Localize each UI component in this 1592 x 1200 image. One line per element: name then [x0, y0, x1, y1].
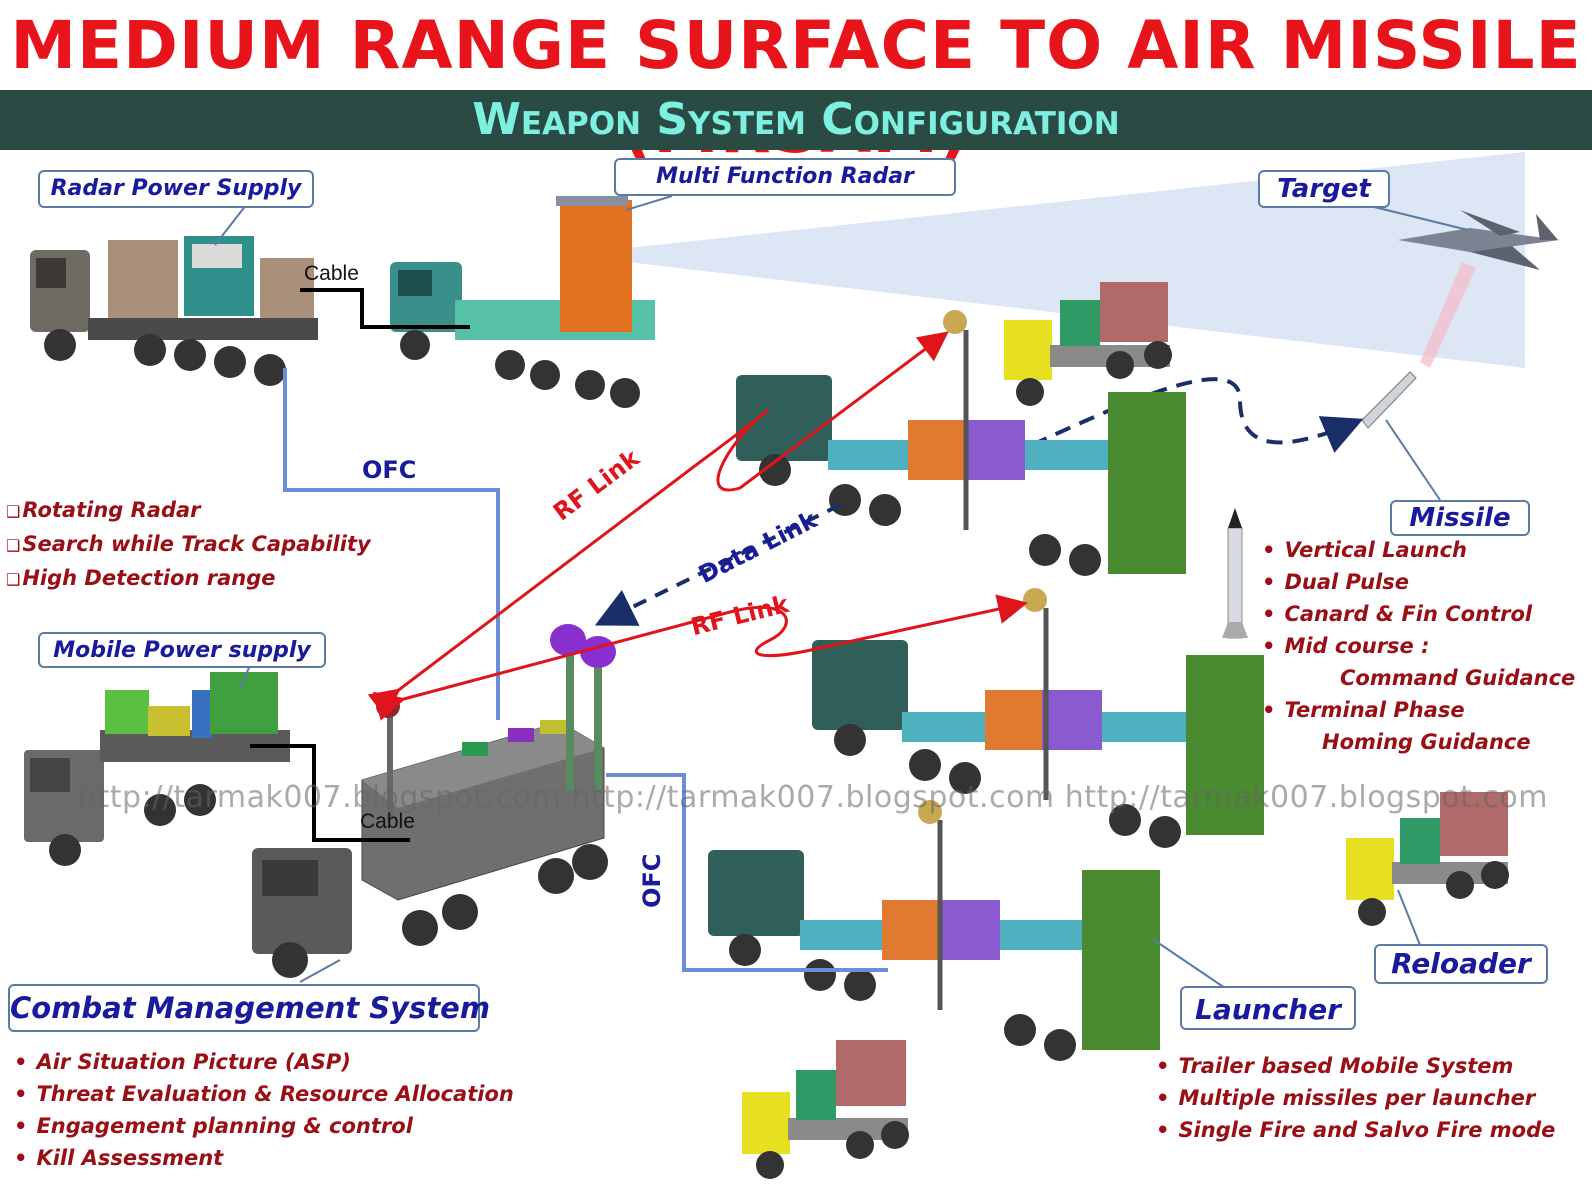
cms-feature-item: Engagement planning & control	[14, 1110, 514, 1142]
launcher-features-list: Trailer based Mobile System Multiple mis…	[1156, 1050, 1555, 1146]
label-target: Target	[1258, 170, 1390, 208]
reloader-top	[1004, 282, 1172, 406]
ofc-top-label: OFC	[362, 456, 417, 484]
cms-feature-item: Threat Evaluation & Resource Allocation	[14, 1078, 513, 1110]
page-title: MEDIUM RANGE SURFACE TO AIR MISSILE (MRS…	[10, 7, 1582, 168]
reloader-leader	[1397, 889, 1421, 946]
cable-bottom-label: Cable	[360, 810, 415, 833]
data-link-line	[594, 503, 841, 626]
launcher-leader	[1153, 939, 1229, 991]
cms-leader	[299, 959, 341, 983]
radar-truck	[390, 196, 655, 408]
radar-leader	[625, 195, 673, 211]
target-seeker-cone	[1420, 262, 1476, 368]
label-missile: Missile	[1390, 500, 1530, 536]
launcher-feature-item: Multiple missiles per launcher	[1156, 1082, 1555, 1114]
label-launcher: Launcher	[1180, 986, 1356, 1030]
flying-missile	[1361, 371, 1417, 429]
label-combat-management-system: Combat Management System	[8, 984, 490, 1032]
mobile-power-leader	[239, 664, 251, 691]
missile-feature-item: Canard & Fin Control	[1262, 598, 1575, 630]
missile-feature-item: Terminal Phase	[1262, 694, 1575, 726]
label-reloader: Reloader	[1374, 944, 1548, 984]
system-diagram	[24, 152, 1560, 1179]
launcher-3	[708, 800, 1160, 1061]
vertical-missile	[1222, 508, 1248, 639]
ofc-bottom-label: OFC	[638, 853, 666, 908]
header-band	[0, 90, 1592, 150]
page-subtitle: Weapon System Configuration	[472, 94, 1120, 145]
cable-top-label: Cable	[304, 262, 359, 285]
missile-leader	[1385, 419, 1441, 501]
missile-feature-item: Homing Guidance	[1322, 730, 1531, 754]
target-leader	[1361, 203, 1469, 231]
ofc-bottom-line	[606, 773, 888, 972]
label-radar-power-supply: Radar Power Supply	[38, 170, 314, 208]
missile-feature-item: Vertical Launch	[1262, 534, 1575, 566]
missile-feature-item: Command Guidance	[1340, 666, 1576, 690]
missile-trajectory	[1031, 377, 1364, 453]
rf-link-2-line	[372, 594, 1028, 721]
cms-features-list: Air Situation Picture (ASP) Threat Evalu…	[14, 1046, 514, 1174]
cms-feature-item: Air Situation Picture (ASP)	[14, 1046, 514, 1078]
radar-feature-item: High Detection range	[6, 562, 371, 596]
radar-feature-item: Search while Track Capability	[6, 528, 370, 562]
watermark: http://tarmak007.blogspot.com http://tar…	[78, 780, 1548, 815]
mobile-power-supply-truck	[24, 672, 290, 866]
rf-link-1-line	[367, 331, 949, 719]
radar-power-supply-truck	[30, 236, 318, 386]
cable-bottom-line	[250, 744, 410, 842]
radar-features-list: Rotating Radar Search while Track Capabi…	[6, 494, 371, 596]
label-mobile-power-supply: Mobile Power supply	[38, 632, 326, 668]
radar-feature-item: Rotating Radar	[6, 494, 371, 528]
cms-feature-item: Kill Assessment	[14, 1142, 514, 1174]
cable-top-line	[300, 288, 470, 329]
missile-feature-item: Dual Pulse	[1262, 566, 1575, 598]
target-aircraft	[1398, 210, 1560, 270]
label-multi-function-radar: Multi Function Radar	[614, 158, 956, 196]
missile-features-list: Vertical Launch Dual Pulse Canard & Fin …	[1262, 534, 1575, 758]
missile-feature-item: Mid course :	[1262, 630, 1575, 662]
launcher-feature-item: Single Fire and Salvo Fire mode	[1156, 1114, 1555, 1146]
reloader-bottom	[742, 1040, 909, 1179]
launcher-feature-item: Trailer based Mobile System	[1156, 1050, 1555, 1082]
reloader-right	[1346, 792, 1509, 926]
